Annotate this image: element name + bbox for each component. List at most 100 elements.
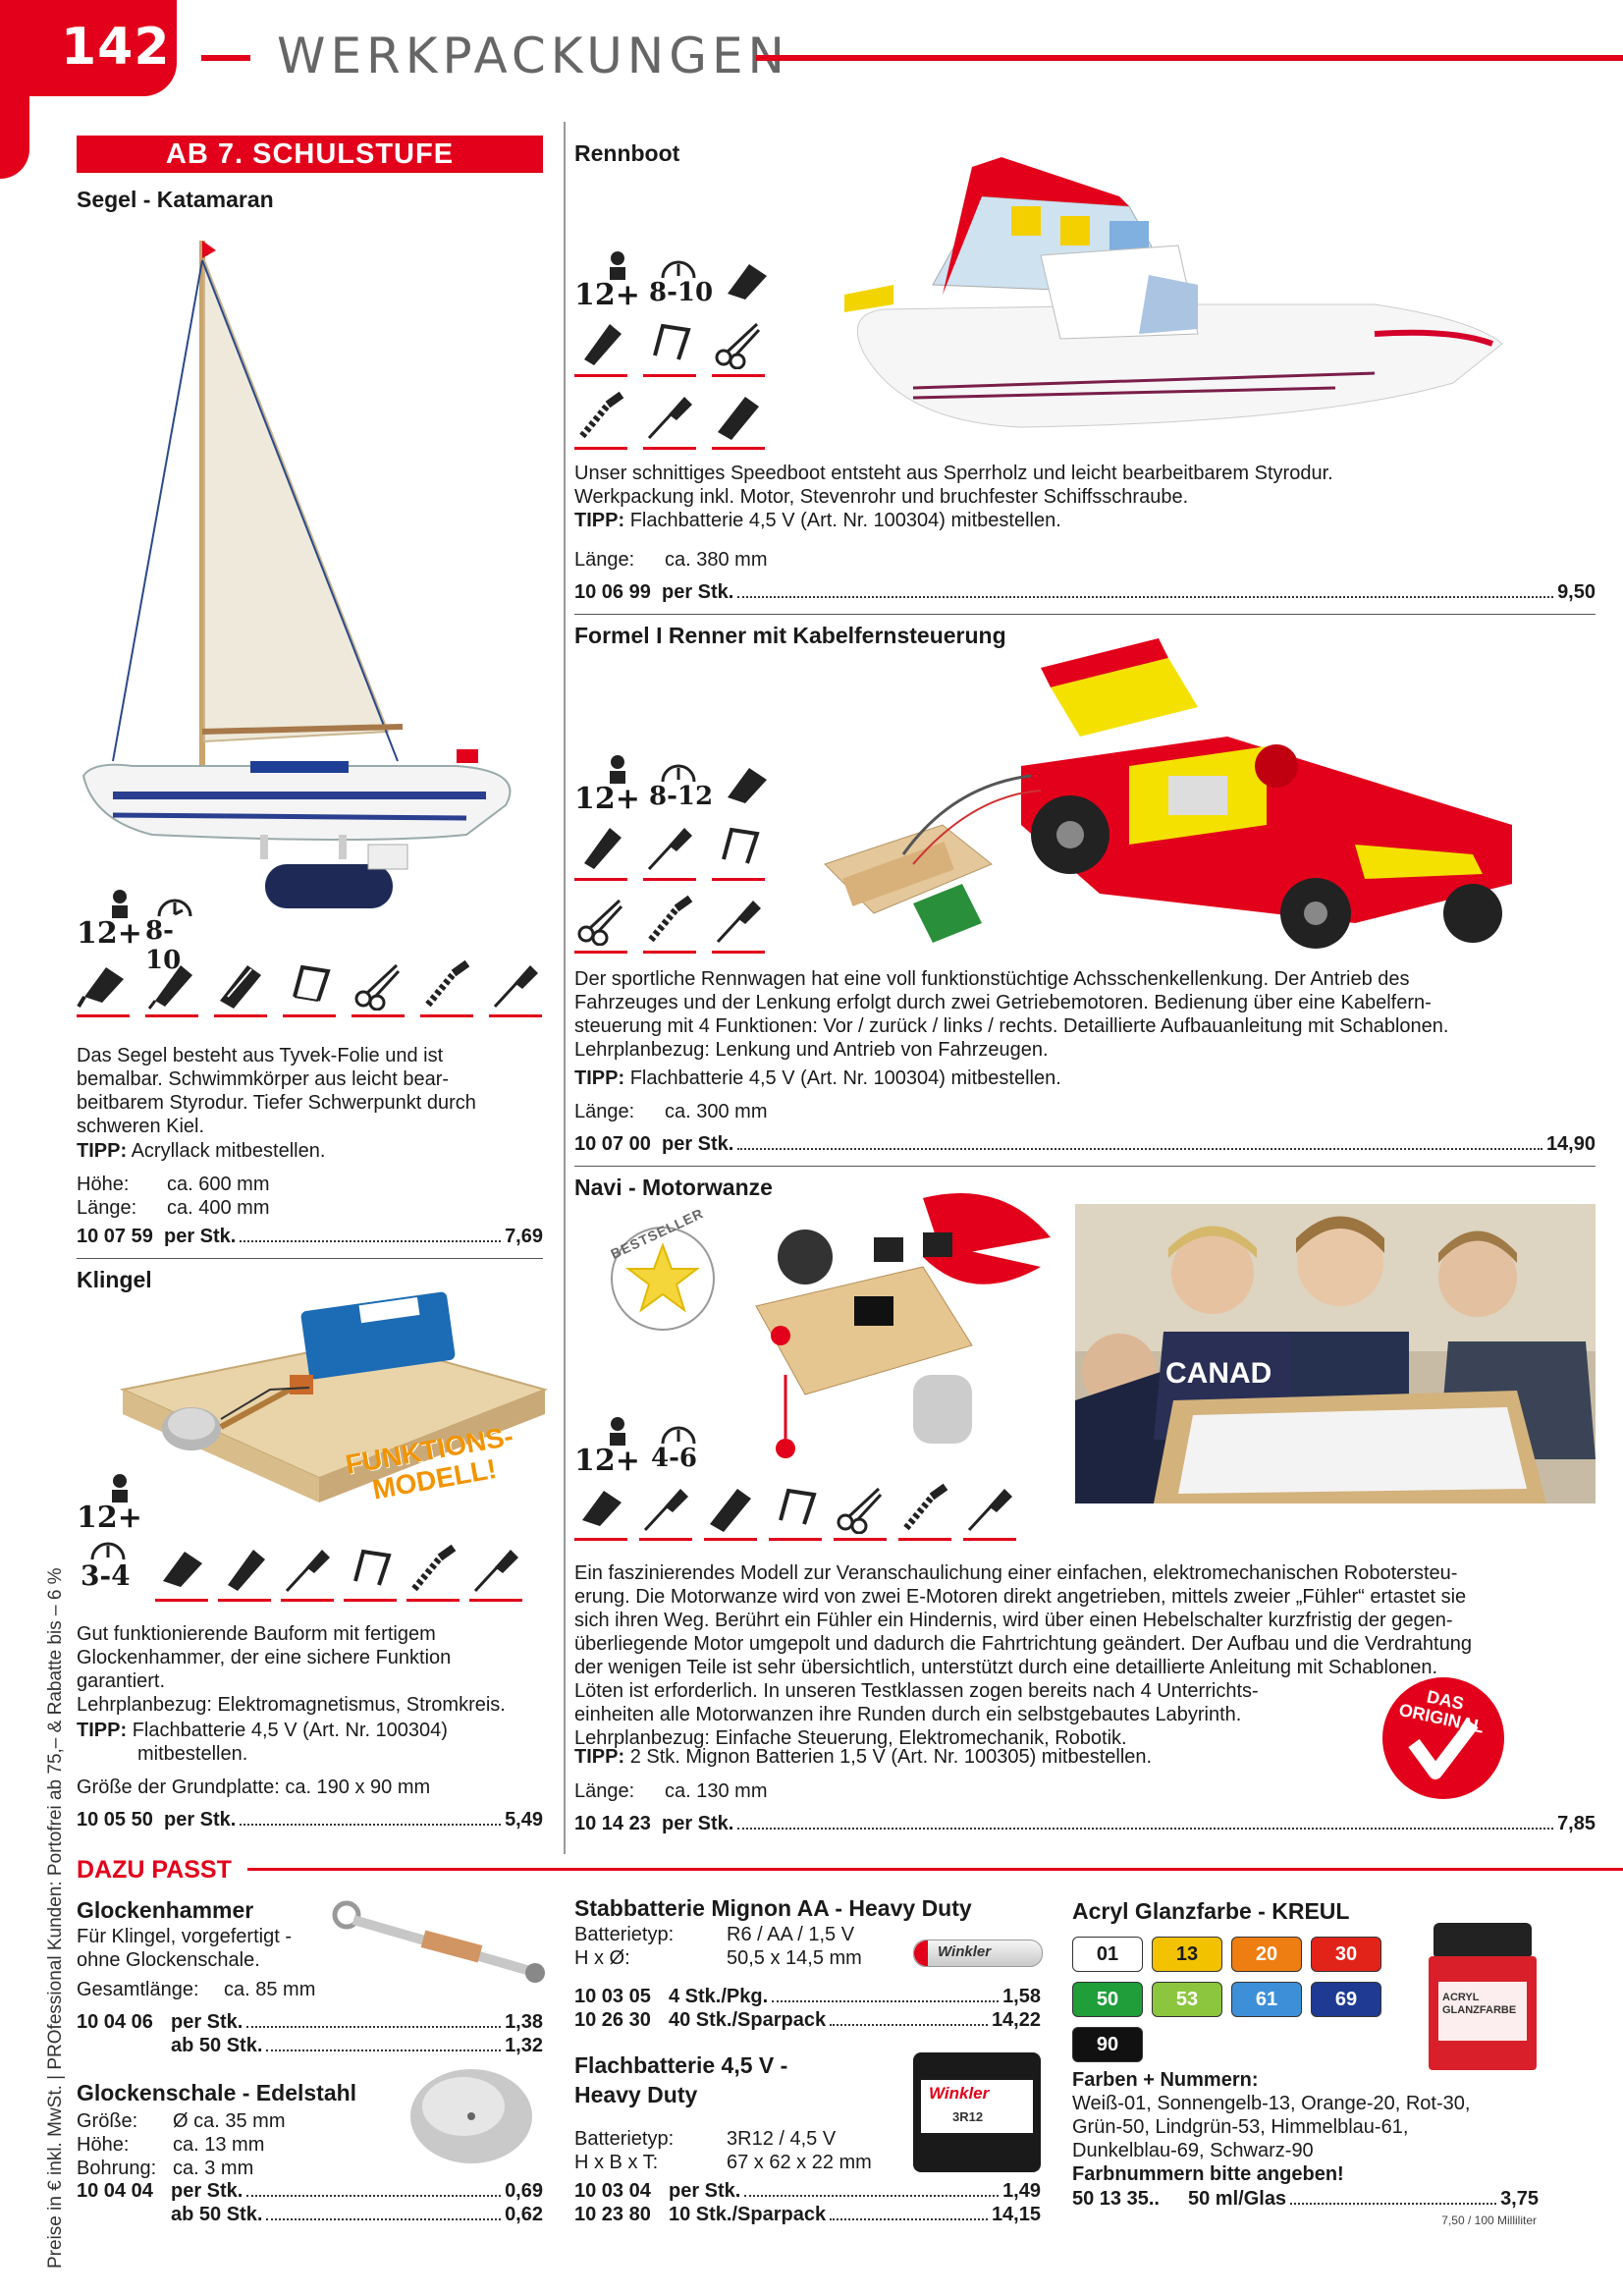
soldering-iron-icon: [281, 1542, 334, 1602]
klingel-age-icon: 12+: [77, 1473, 145, 1535]
page-number-tab: 142: [0, 0, 177, 96]
color-swatch: 69: [1311, 1982, 1381, 2017]
product-title-rennboot: Rennboot: [574, 140, 680, 166]
file-icon: [214, 957, 267, 1017]
scissors-icon: [352, 957, 405, 1017]
product-title-katamaran: Segel - Katamaran: [77, 187, 274, 212]
dazu-passt-title: DAZU PASST: [77, 1856, 232, 1884]
divider: [77, 1258, 543, 1259]
age-icon: 12+: [574, 250, 643, 312]
bestseller-badge: [611, 1227, 715, 1331]
mignon-battery-image: Winkler: [913, 1940, 1043, 1967]
school-level-banner: AB 7. SCHULSTUFE: [77, 136, 543, 173]
rennboot-tool-icons: [574, 316, 765, 450]
klingel-order-line: 10 05 50 per Stk.5,49: [77, 1809, 543, 1831]
formel-order-line: 10 07 00 per Stk.14,90: [574, 1133, 1596, 1155]
glue-gun-icon: [574, 1481, 627, 1541]
glockenhammer-length: Gesamtlänge:ca. 85 mm: [77, 1979, 316, 2000]
flachbatterie-dims: Batterietyp:3R12 / 4,5 V H x B x T:67 x …: [574, 2128, 872, 2173]
formel-tipp: TIPP: Flachbatterie 4,5 V (Art. Nr. 1003…: [574, 1067, 1061, 1089]
age-icon: 12+: [77, 889, 142, 951]
katamaran-info-icons: 12+ 8-10: [77, 889, 538, 975]
column-divider: [564, 122, 566, 1854]
katamaran-tipp: TIPP: Acryllack mitbestellen.: [77, 1140, 326, 1162]
glockenschale-dims: Größe:Ø ca. 35 mm Höhe:ca. 13 mm Bohrung…: [77, 2110, 286, 2179]
page-number: 142: [61, 18, 171, 77]
klingel-clock-icon: 3-4: [77, 1532, 145, 1592]
katamaran-image: [81, 241, 512, 908]
age-icon: 12+: [574, 754, 643, 816]
glue-tube-icon: [145, 957, 198, 1017]
acryl-note: Farbnummern bitte angeben!: [1072, 2163, 1344, 2185]
color-swatch: 01: [1072, 1937, 1143, 1972]
fretsaw-icon: [283, 957, 336, 1017]
klingel-size: Größe der Grundplatte: ca. 190 x 90 mm: [77, 1777, 431, 1798]
file-icon: [712, 389, 765, 450]
formel-image: [824, 638, 1512, 949]
color-swatch: 90: [1072, 2027, 1143, 2062]
formel-dims: Länge:ca. 300 mm: [574, 1101, 768, 1122]
glue-tube-icon: [574, 316, 627, 377]
clock-icon: 4-6: [647, 1416, 716, 1475]
soldering-iron-icon: [963, 1481, 1016, 1541]
soldering-iron-icon: [639, 1481, 692, 1541]
navi-tool-icons: [574, 1481, 1016, 1541]
klingel-image: [119, 1291, 549, 1503]
glue-gun-icon: [155, 1542, 208, 1602]
section-title: WERKPACKUNGEN: [277, 27, 789, 84]
color-swatch: 30: [1311, 1937, 1381, 1972]
drill-icon: [643, 893, 696, 954]
drill-icon: [574, 389, 627, 450]
mignon-dims: Batterietyp:R6 / AA / 1,5 V H x Ø:50,5 x…: [574, 1924, 862, 1969]
navi-classroom-photo: CANAD: [1075, 1204, 1596, 1503]
navi-description: Ein faszinierendes Modell zur Veranschau…: [574, 1562, 1472, 1749]
product-title-formel: Formel I Renner mit Kabelfernsteuerung: [574, 623, 1006, 648]
fretsaw-icon: [344, 1542, 397, 1602]
product-title-glockenschale: Glockenschale - Edelstahl: [77, 2080, 357, 2105]
svg-text:CANAD: CANAD: [1165, 1357, 1271, 1390]
navi-dims: Länge:ca. 130 mm: [574, 1780, 768, 1802]
klingel-tipp: TIPP: Flachbatterie 4,5 V (Art. Nr. 1003…: [77, 1720, 448, 1765]
scissors-icon: [712, 316, 765, 377]
glue-tube-icon: [574, 820, 627, 881]
glockenschale-image: [410, 2069, 532, 2163]
klingel-tool-icons: [155, 1542, 522, 1602]
acryl-unit-price: 7,50 / 100 Milliliter: [1441, 2214, 1537, 2227]
acryl-colors-list: Weiß-01, Sonnengelb-13, Orange-20, Rot-3…: [1072, 2093, 1471, 2161]
glue-gun-icon: [720, 254, 773, 307]
navi-image: [755, 1193, 1051, 1458]
color-swatch: 53: [1152, 1982, 1222, 2017]
file-icon: [704, 1481, 757, 1541]
divider: [574, 614, 1596, 615]
klingel-description: Gut funktionierende Bauform mit fertigem…: [77, 1623, 506, 1716]
header-rule-right: [756, 55, 1623, 61]
katamaran-order-line: 10 07 59 per Stk.7,69: [77, 1226, 543, 1247]
rennboot-info-icons: 12+ 8-10: [574, 250, 773, 312]
rennboot-image: [844, 157, 1503, 428]
product-title-navi: Navi - Motorwanze: [574, 1175, 773, 1200]
divider: [574, 1166, 1596, 1167]
product-title-klingel: Klingel: [77, 1267, 152, 1292]
price-note-sidebar: Preise in € inkl. MwSt. | PROfessional K…: [45, 1567, 66, 2269]
navi-tipp: TIPP: 2 Stk. Mignon Batterien 1,5 V (Art…: [574, 1746, 1153, 1768]
drill-icon: [898, 1481, 951, 1541]
soldering-iron-icon: [489, 957, 542, 1017]
fretsaw-icon: [769, 1481, 822, 1541]
clock-icon: 8-12: [647, 754, 716, 813]
product-title-flachbatterie: Flachbatterie 4,5 V - Heavy Duty: [574, 2052, 788, 2107]
katamaran-dims: Höhe:ca. 600 mm Länge:ca. 400 mm: [77, 1174, 270, 1219]
glue-gun-icon: [77, 957, 130, 1017]
soldering-iron-icon: [643, 389, 696, 450]
navi-info-icons: 12+ 4-6: [574, 1416, 716, 1478]
soldering-iron-icon: [712, 893, 765, 954]
glockenhammer-image: [332, 1900, 545, 1983]
formel-description: Der sportliche Rennwagen hat eine voll f…: [574, 968, 1449, 1061]
glockenschale-order-2: ab 50 Stk.0,62: [171, 2204, 543, 2225]
product-title-mignon: Stabbatterie Mignon AA - Heavy Duty: [574, 1895, 972, 1921]
